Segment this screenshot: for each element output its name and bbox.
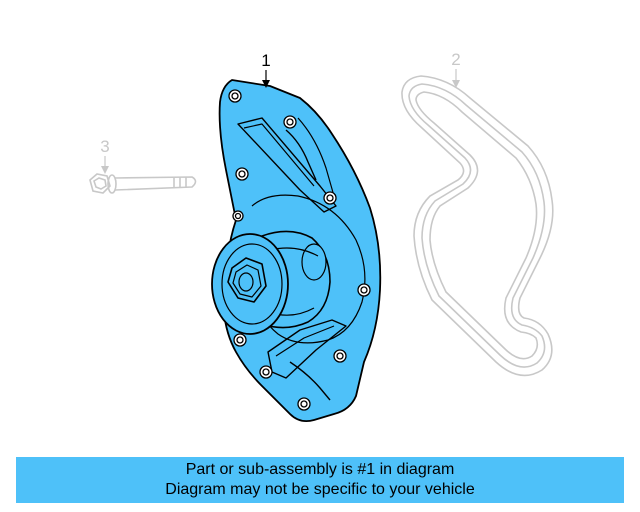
caption-bar: Part or sub-assembly is #1 in diagram Di…: [16, 457, 624, 503]
water-pump-part[interactable]: [211, 79, 382, 423]
callout-3: 3: [100, 137, 110, 174]
caption-line-2: Diagram may not be specific to your vehi…: [165, 481, 475, 498]
callout-1: 1: [261, 51, 271, 88]
caption-line-1: Part or sub-assembly is #1 in diagram: [185, 461, 455, 478]
bolt-part[interactable]: [89, 173, 197, 194]
callout-1-number: 1: [261, 51, 270, 70]
serpentine-belt-part[interactable]: [401, 75, 554, 377]
callout-2-number: 2: [451, 50, 460, 69]
callout-3-number: 3: [100, 137, 109, 156]
callout-2: 2: [451, 50, 461, 88]
